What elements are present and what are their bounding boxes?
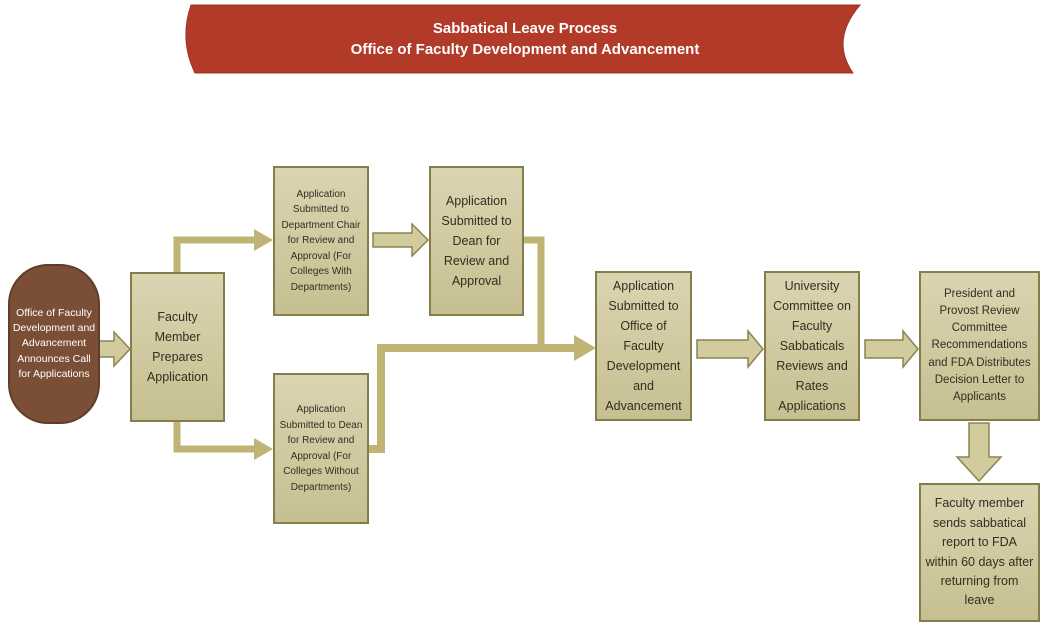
node-department-chair-label: Application Submitted to Department Chai…	[281, 188, 361, 293]
arrow-deptchair-to-deantop	[372, 222, 430, 258]
node-fda-label: Application Submitted to Office of Facul…	[605, 279, 682, 413]
arrowhead-deanbottom	[254, 438, 273, 460]
banner-title-line1: Sabbatical Leave Process	[432, 20, 618, 37]
node-fda-office-submission: Application Submitted to Office of Facul…	[595, 271, 692, 421]
arrowhead-deptchair	[254, 229, 273, 251]
node-university-committee: University Committee on Faculty Sabbatic…	[764, 271, 860, 421]
arrowhead-fda	[574, 335, 596, 361]
banner-ribbon-shape	[185, 4, 862, 74]
arrow-committee-to-president	[864, 328, 919, 370]
banner-title-line2: Office of Faculty Development and Advanc…	[350, 41, 700, 58]
connector-prepare-to-deanbottom	[173, 422, 256, 453]
node-committee-label: University Committee on Faculty Sabbatic…	[773, 279, 851, 413]
node-start-label: Office of Faculty Development and Advanc…	[12, 306, 96, 380]
arrow-fda-to-committee	[696, 328, 764, 370]
connector-deantop-to-fda	[524, 236, 545, 348]
node-dean-bottom-label: Application Submitted to Dean for Review…	[279, 404, 363, 493]
banner-title: Sabbatical Leave Process Office of Facul…	[185, 3, 865, 75]
node-department-chair-review: Application Submitted to Department Chai…	[273, 166, 369, 316]
node-start-announcement: Office of Faculty Development and Advanc…	[8, 264, 100, 424]
arrow-president-to-report	[955, 422, 1003, 483]
node-report-label: Faculty member sends sabbatical report t…	[925, 496, 1034, 608]
node-president-label: President and Provost Review Committee R…	[928, 287, 1031, 404]
connector-prepare-to-deptchair	[173, 236, 256, 272]
connector-deanbottom-to-fda	[369, 344, 576, 453]
node-sabbatical-report: Faculty member sends sabbatical report t…	[919, 483, 1040, 622]
node-prepare-application: Faculty Member Prepares Application	[130, 272, 225, 422]
node-dean-review-without-departments: Application Submitted to Dean for Review…	[273, 373, 369, 524]
arrow-start-to-prepare	[98, 330, 132, 368]
node-dean-top-label: Application Submitted to Dean for Review…	[441, 194, 512, 288]
node-prepare-label: Faculty Member Prepares Application	[146, 310, 209, 384]
node-dean-review-with-departments: Application Submitted to Dean for Review…	[429, 166, 524, 316]
node-president-provost-review: President and Provost Review Committee R…	[919, 271, 1040, 421]
